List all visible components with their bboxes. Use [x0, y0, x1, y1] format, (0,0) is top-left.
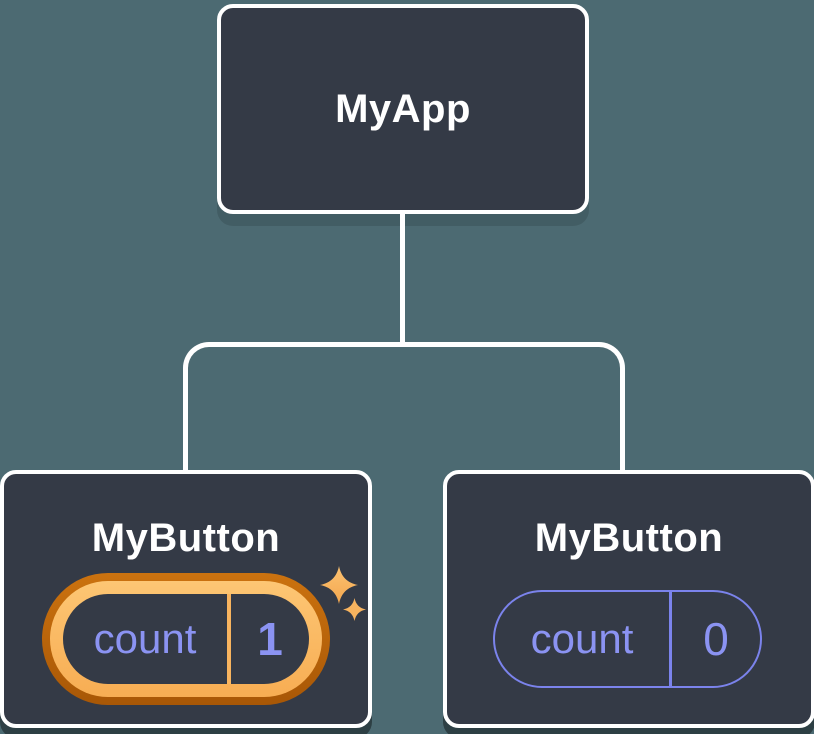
state-pill: count 0 — [493, 590, 762, 688]
sparkles-icon — [320, 566, 358, 604]
state-value: 0 — [703, 613, 729, 665]
connector-bracket — [183, 342, 625, 470]
root-node: MyApp — [217, 4, 589, 214]
state-pill-highlight-ring: count 1 — [42, 573, 330, 705]
pill-divider — [227, 594, 231, 684]
state-key-label: count — [530, 615, 634, 662]
pill-divider — [669, 592, 672, 686]
sparkle-small-icon — [343, 598, 366, 621]
connector-stem — [400, 214, 405, 345]
state-pill-inner-ring: count 1 — [50, 581, 322, 697]
component-node-label: MyButton — [534, 516, 724, 560]
state-value: 1 — [257, 613, 283, 665]
component-node-label: MyButton — [91, 516, 281, 560]
component-node-right: MyButton count 0 — [443, 470, 814, 728]
state-key-label: count — [93, 615, 197, 662]
state-pill: count 1 — [63, 594, 309, 684]
component-node-left: MyButton count 1 — [0, 470, 372, 728]
root-node-label: MyApp — [335, 86, 471, 131]
